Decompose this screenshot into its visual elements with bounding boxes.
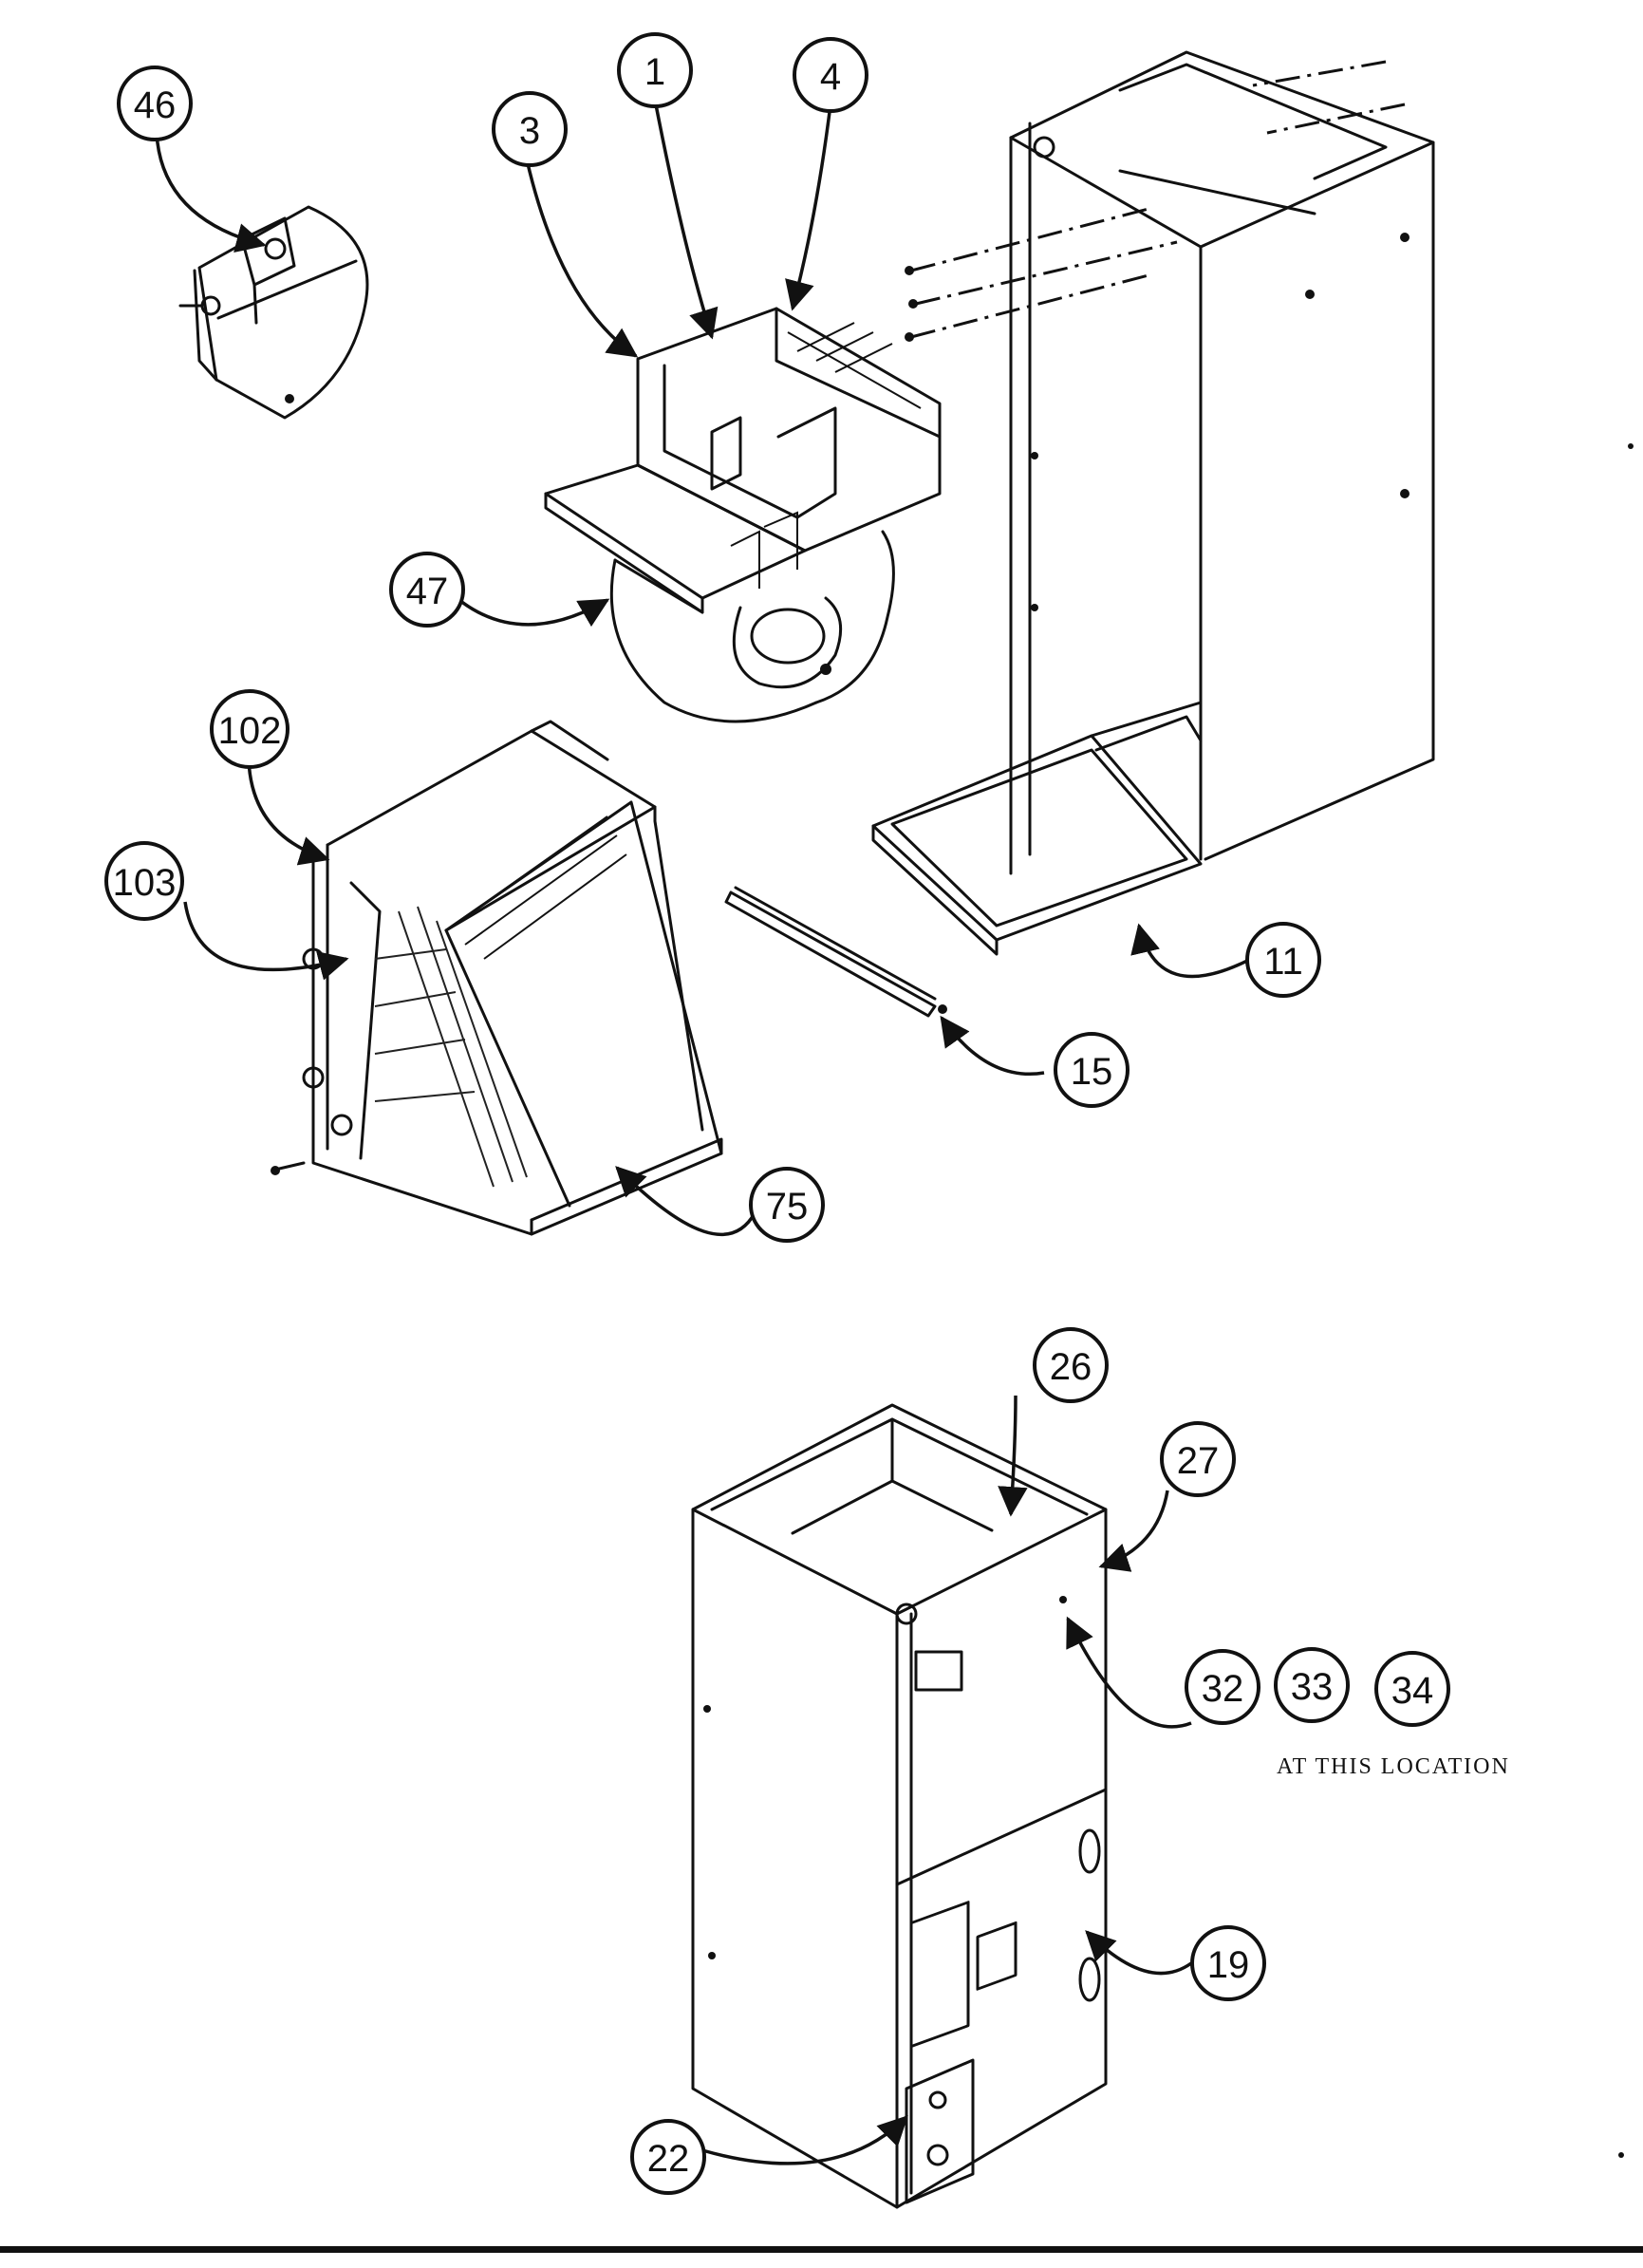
callout-3-label: 3 xyxy=(519,110,540,152)
callout-47: 47 xyxy=(389,552,465,628)
callout-75: 75 xyxy=(749,1167,825,1243)
callout-19: 19 xyxy=(1190,1925,1266,2001)
callout-27-label: 27 xyxy=(1177,1440,1220,1482)
callout-33: 33 xyxy=(1274,1647,1350,1723)
callout-47-label: 47 xyxy=(406,571,449,612)
part-46-terminal-bracket xyxy=(178,205,369,420)
callout-22-label: 22 xyxy=(647,2138,690,2180)
callout-33-label: 33 xyxy=(1291,1666,1334,1708)
coil-assembly xyxy=(271,720,723,1236)
callout-1-label: 1 xyxy=(644,51,665,93)
bottom-rule xyxy=(0,2246,1643,2253)
callout-102-label: 102 xyxy=(218,710,282,752)
callout-15-label: 15 xyxy=(1071,1051,1113,1093)
callout-19-label: 19 xyxy=(1207,1944,1250,1986)
callout-32-label: 32 xyxy=(1202,1668,1244,1710)
part-15-filter-rail xyxy=(724,886,947,1018)
callout-11-label: 11 xyxy=(1263,941,1303,983)
callout-75-label: 75 xyxy=(766,1186,809,1228)
callout-102: 102 xyxy=(210,689,289,769)
callout-3: 3 xyxy=(492,91,568,167)
callout-26-label: 26 xyxy=(1050,1346,1092,1388)
callout-1: 1 xyxy=(617,32,693,108)
blower-assembly xyxy=(544,307,942,723)
callout-4: 4 xyxy=(793,37,868,113)
callout-103: 103 xyxy=(104,841,184,921)
callout-46: 46 xyxy=(117,66,193,141)
callout-46-label: 46 xyxy=(134,84,177,126)
leader-lines xyxy=(155,99,1252,2165)
location-note: AT THIS LOCATION xyxy=(1277,1754,1510,1779)
callout-22: 22 xyxy=(630,2119,706,2195)
callout-26: 26 xyxy=(1033,1327,1109,1403)
callout-34: 34 xyxy=(1374,1651,1450,1727)
assembled-air-handler xyxy=(691,1403,1108,2209)
part-11-cabinet-shell xyxy=(871,50,1435,956)
callout-103-label: 103 xyxy=(113,862,177,904)
callout-4-label: 4 xyxy=(820,56,841,98)
callout-11: 11 xyxy=(1245,922,1321,998)
callout-15: 15 xyxy=(1054,1032,1130,1108)
callout-27: 27 xyxy=(1160,1421,1236,1497)
callout-32: 32 xyxy=(1185,1649,1260,1725)
callout-34-label: 34 xyxy=(1391,1670,1434,1712)
